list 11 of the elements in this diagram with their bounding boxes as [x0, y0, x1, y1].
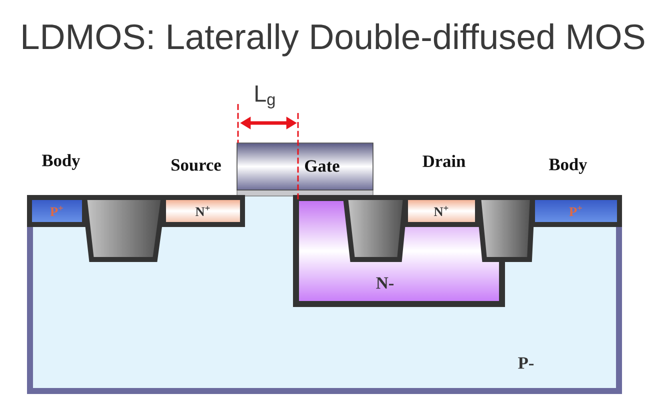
doped-region: P$^{+}$	[530, 195, 622, 227]
terminal-label: Source	[172, 159, 221, 171]
terminal-label: Drain	[422, 154, 466, 168]
terminal-label: Body	[42, 154, 80, 170]
doped-region: P$^{+}$	[27, 195, 87, 227]
gate-electrode: Gate	[236, 142, 374, 190]
title: LDMOS: Laterally Double-diffused MOS	[23, 23, 644, 56]
dimension-label: L$_{g}$	[256, 86, 275, 108]
doped-region: N$^{+}$	[161, 195, 245, 227]
doped-region: N$^{+}$	[403, 195, 480, 227]
terminal-label: Body	[549, 158, 588, 174]
